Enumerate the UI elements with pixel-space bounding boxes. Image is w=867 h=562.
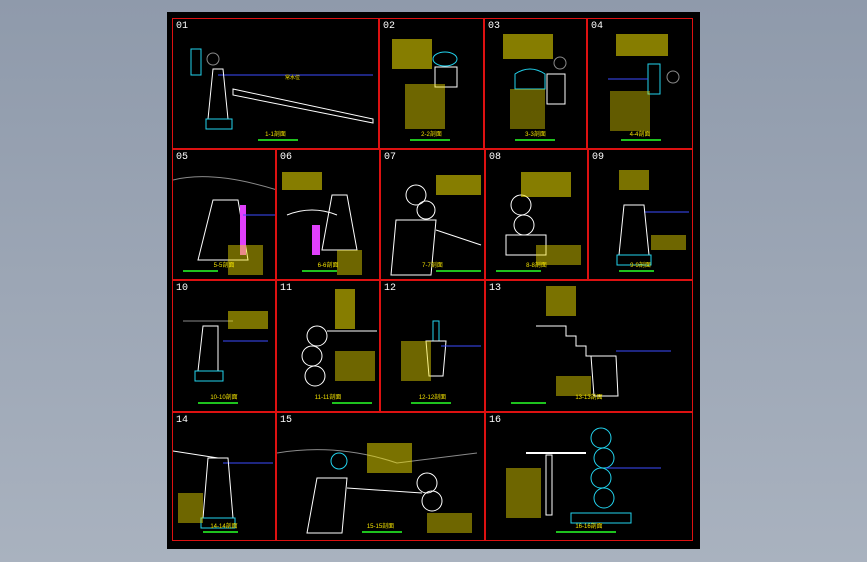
drawing-sheet: 01 常水位 1-1剖面 02 2-2剖面 03 [167,12,700,549]
section-drawing [173,176,275,275]
panel-09[interactable]: 09 9-9剖面 [588,149,693,280]
caption-underline [198,402,238,404]
panel-13[interactable]: 13 13-13剖面 [485,280,693,412]
panel-02[interactable]: 02 2-2剖面 [379,18,484,149]
section-drawing [390,175,482,276]
section-caption: 16-16剖面 [575,524,603,530]
section-caption: 3-3剖面 [525,132,546,138]
caption-underline [511,402,546,404]
panel-15[interactable]: 15 15-15剖面 [276,412,485,541]
section-drawing [608,34,680,131]
panel-06[interactable]: 06 6-6剖面 [276,149,380,280]
panel-08[interactable]: 08 8-8剖面 [485,149,588,280]
panel-number: 14 [176,415,189,426]
caption-underline [302,270,337,272]
section-caption: 2-2剖面 [421,132,442,138]
caption-underline [496,270,541,272]
panel-number: 07 [384,152,397,163]
section-drawing [505,172,581,265]
panel-05[interactable]: 05 5-5剖面 [172,149,276,280]
section-caption: 8-8剖面 [526,263,547,269]
panel-12[interactable]: 12 12-12剖面 [380,280,485,412]
caption-underline [621,139,661,141]
section-caption: 9-9剖面 [630,263,651,269]
panel-number: 13 [489,283,502,294]
panel-number: 11 [280,283,293,294]
section-caption: 11-11剖面 [314,395,342,401]
caption-underline [515,139,555,141]
section-caption: 6-6剖面 [317,263,339,269]
section-drawing [301,289,377,387]
section-caption: 13-13剖面 [575,395,603,401]
panel-number: 16 [489,415,502,426]
section-caption: 15-15剖面 [366,524,395,530]
section-drawing [616,170,689,266]
panel-number: 06 [280,152,293,163]
panel-number: 05 [176,152,189,163]
panel-11[interactable]: 11 11-11剖面 [276,280,380,412]
section-caption: 4-4剖面 [629,132,651,138]
section-drawing [506,427,661,524]
section-drawing [536,286,671,397]
panel-16[interactable]: 16 16-16剖面 [485,412,693,541]
section-caption: 5-5剖面 [213,263,235,269]
panel-04[interactable]: 04 4-4剖面 [587,18,693,149]
panel-number: 15 [280,415,293,426]
panel-14[interactable]: 14 14-14剖面 [172,412,276,541]
caption-underline [556,531,616,533]
section-drawing [173,450,273,529]
section-drawing [392,39,458,129]
section-caption: 14-14剖面 [210,524,238,530]
panel-number: 04 [591,21,604,32]
section-caption: 1-1剖面 [265,132,286,138]
section-drawing [401,320,481,381]
panel-number: 08 [489,152,502,163]
section-drawing: 常水位 [190,48,374,130]
caption-underline [619,270,654,272]
caption-underline [411,402,451,404]
section-caption: 10-10剖面 [210,395,238,401]
caption-underline [258,139,298,141]
panel-03[interactable]: 03 3-3剖面 [484,18,587,149]
section-drawing [183,311,268,382]
caption-underline [410,139,450,141]
caption-underline [183,270,218,272]
section-drawing [503,34,567,129]
panel-number: 12 [384,283,397,294]
caption-underline [362,531,402,533]
caption-underline [203,531,238,533]
panel-07[interactable]: 07 7-7剖面 [380,149,485,280]
caption-underline [436,270,481,272]
section-caption: 7-7剖面 [422,263,443,269]
panel-number: 09 [592,152,605,163]
svg-text:常水位: 常水位 [285,74,300,81]
panel-number: 03 [488,21,501,32]
panel-number: 01 [176,21,189,32]
section-caption: 12-12剖面 [418,395,447,401]
panel-01[interactable]: 01 常水位 1-1剖面 [172,18,379,149]
panel-number: 10 [176,283,189,294]
caption-underline [332,402,372,404]
section-drawing [282,172,362,275]
section-drawing [277,443,478,534]
panel-10[interactable]: 10 10-10剖面 [172,280,276,412]
panel-number: 02 [383,21,396,32]
